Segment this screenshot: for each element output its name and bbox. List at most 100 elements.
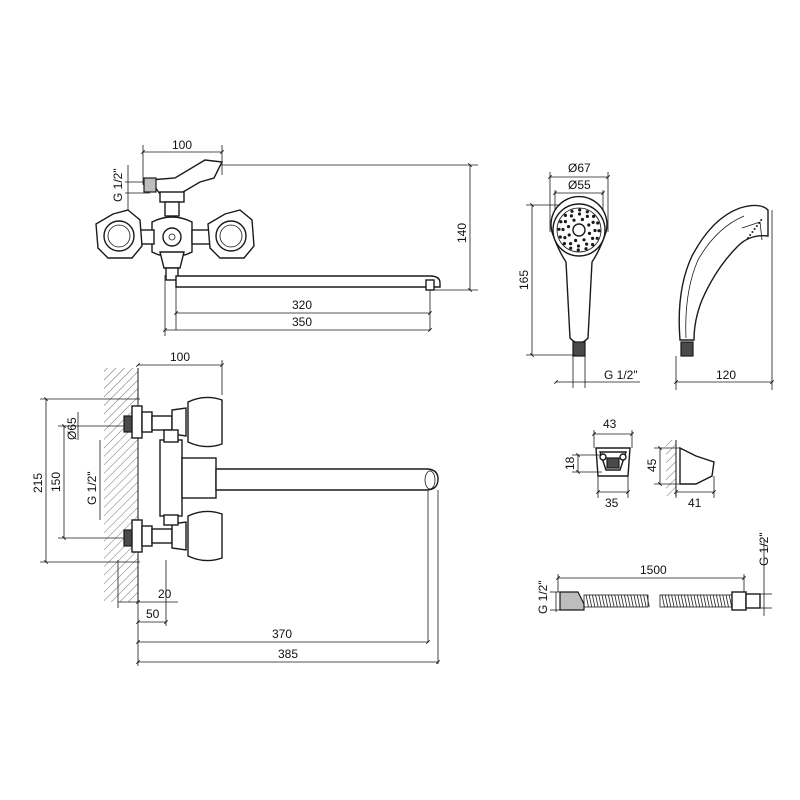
hose-coil: [608, 594, 612, 608]
holder-base-label: 35: [605, 496, 619, 510]
hose-coil: [588, 594, 593, 608]
hose-coil: [604, 594, 609, 608]
faucet-front-view: 100 G 1/2" 140: [95, 138, 478, 336]
side-thread-label: G 1/2": [85, 471, 99, 505]
nozzle-dot: [563, 220, 568, 224]
hose-coil: [617, 594, 621, 608]
hose-coil: [646, 594, 650, 608]
nozzle-dot: [576, 248, 580, 252]
hose-coil: [592, 594, 596, 608]
hose-coil: [636, 594, 641, 608]
top-height-label: 140: [455, 223, 469, 243]
side-height-215-label: 215: [31, 473, 45, 493]
side-nozzles: [747, 219, 763, 239]
nozzle-dot: [596, 221, 600, 225]
nozzle-dot: [585, 210, 589, 214]
head-side-width-label: 120: [716, 368, 736, 382]
side-370-label: 370: [272, 627, 292, 641]
nozzle-dot: [591, 236, 595, 240]
shower-head-side: 120: [674, 204, 774, 390]
nozzle-dot: [563, 236, 567, 240]
nozzle-dot: [561, 227, 565, 232]
top-spout-350-label: 350: [292, 315, 312, 329]
nozzle-dot: [593, 228, 597, 233]
nozzle-dot: [567, 233, 571, 237]
hose-coil: [703, 594, 707, 608]
hose-coil: [661, 594, 665, 608]
head-d55-label: Ø55: [568, 178, 591, 192]
side-nozzle-dot: [753, 228, 756, 230]
nozzle-dot: [578, 208, 582, 212]
nozzle-dot: [569, 242, 573, 246]
hose-length-label: 1500: [640, 563, 667, 577]
nozzle-dot: [592, 214, 596, 218]
side-diameter-label: Ø65: [65, 417, 79, 440]
hose-coil: [674, 594, 678, 608]
hose-coil: [712, 594, 717, 608]
side-nozzle-dot: [760, 219, 763, 221]
hose-coil: [690, 594, 694, 608]
head-height-label: 165: [517, 270, 531, 290]
nozzle-dot: [572, 218, 576, 222]
hose-coil: [719, 594, 723, 608]
nozzle-dot: [562, 242, 567, 246]
hose-coil: [693, 594, 697, 608]
nozzle-dot: [557, 227, 561, 231]
nozzle-dot: [585, 242, 589, 246]
nozzle-dot: [558, 235, 562, 239]
hose-coil: [687, 594, 691, 608]
head-thread-label: G 1/2": [604, 368, 638, 382]
nozzle-dot: [585, 214, 590, 218]
hose-coil: [684, 594, 688, 608]
hose-coil: [709, 594, 713, 608]
faucet-side-view: 100 215 150 Ø65 G 1/2": [31, 350, 440, 666]
nozzle-dot: [574, 238, 578, 243]
nozzle-dot: [587, 223, 591, 227]
hose-coil: [671, 594, 675, 608]
side-nozzle-dot: [747, 237, 749, 239]
nozzle-dot: [577, 212, 582, 216]
holder-side-label: 41: [688, 496, 702, 510]
nozzle-dot: [559, 220, 563, 224]
hose-coil: [706, 594, 710, 608]
hose-coil: [664, 594, 669, 608]
shower-hose: 1500 G 1/2" G 1/2": [536, 532, 772, 616]
hose-coil: [668, 594, 672, 608]
hose-coil: [595, 594, 599, 608]
side-20-label: 20: [158, 587, 172, 601]
nozzle-dot: [584, 247, 588, 251]
hose-thread-right-label: G 1/2": [757, 532, 771, 566]
hose-coil: [725, 594, 729, 608]
holder-width-label: 43: [603, 417, 617, 431]
side-nozzle-dot: [749, 234, 752, 236]
hose-coil: [627, 594, 631, 608]
nozzle-dot: [580, 217, 585, 222]
hose-coil: [716, 594, 720, 608]
side-nozzle-dot: [755, 225, 758, 227]
hose-coil: [722, 594, 726, 608]
side-50-label: 50: [146, 607, 160, 621]
top-spout-320-label: 320: [292, 298, 312, 312]
shower-head-front: Ø67 Ø55 165 G 1/2": [517, 161, 640, 388]
hose-coil: [585, 594, 589, 608]
shower-nozzles: [557, 208, 601, 252]
hose-coil: [677, 594, 681, 608]
nozzle-dot: [566, 225, 571, 229]
hose-coil: [614, 594, 618, 608]
top-width-label: 100: [172, 138, 192, 152]
side-nozzle-dot: [751, 231, 754, 233]
nozzle-dot: [587, 231, 592, 235]
head-d67-label: Ø67: [568, 161, 591, 175]
hose-coil: [728, 594, 733, 608]
hose-coil: [601, 594, 605, 608]
hose-coil: [624, 594, 628, 608]
hose-segment-left: [583, 594, 650, 608]
hose-coil: [640, 594, 644, 608]
nozzle-dot: [569, 246, 573, 250]
side-385-label: 385: [278, 647, 298, 661]
shower-holder: 43 18 35 45 41: [563, 417, 716, 510]
hose-coil: [620, 594, 625, 608]
hose-coil: [696, 594, 701, 608]
top-thread-label: G 1/2": [111, 168, 125, 202]
